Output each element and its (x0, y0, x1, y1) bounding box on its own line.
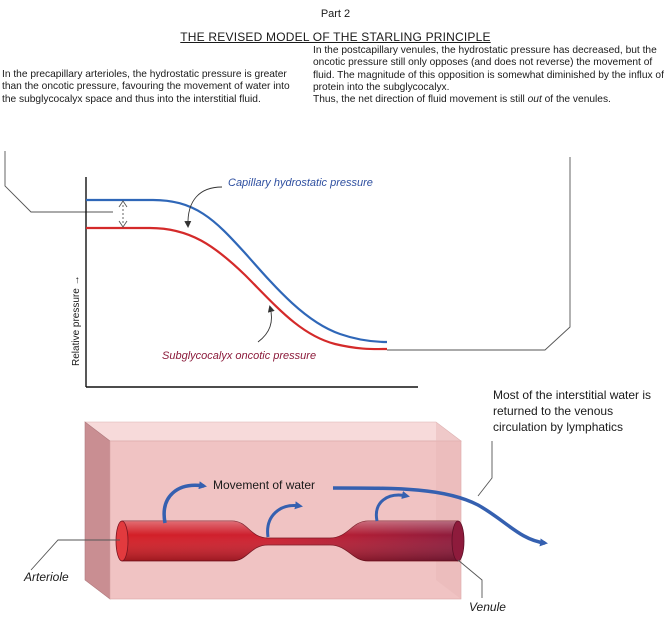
vessel-tube (115, 520, 465, 562)
water-arrow-arteriole (162, 481, 207, 524)
emphasis-out: out (527, 94, 542, 106)
arteriole-leader (30, 539, 120, 571)
venule-description-conclusion: Thus, the net direction of fluid movemen… (313, 94, 611, 106)
arteriole-opening (115, 520, 129, 562)
oncotic-pressure-label: Subglycocalyx oncotic pressure (162, 350, 317, 362)
venule-leader (457, 559, 483, 598)
pressure-difference-arrow (118, 200, 128, 228)
arteriole-label: Arteriole (24, 570, 69, 584)
lymphatics-leader (477, 441, 493, 497)
venule-description-main: In the postcapillary venules, the hydros… (313, 45, 664, 93)
hydrostatic-label-pointer (184, 186, 223, 228)
water-arrow-venule (374, 491, 410, 522)
oncotic-label-pointer (257, 305, 275, 343)
arteriole-description: In the precapillary arterioles, the hydr… (2, 69, 290, 105)
right-callout-line (387, 157, 571, 351)
venule-opening (451, 520, 465, 562)
hydrostatic-pressure-label: Capillary hydrostatic pressure (228, 177, 373, 189)
graph-axes (85, 177, 418, 388)
left-callout-line (4, 151, 113, 213)
page-title: THE REVISED MODEL OF THE STARLING PRINCI… (180, 30, 491, 44)
hydrostatic-pressure-curve (86, 198, 388, 344)
interstitial-box (84, 421, 462, 600)
water-arrow-capillary (266, 501, 303, 538)
venule-label: Venule (469, 600, 506, 614)
lymphatic-flow-arrow (332, 486, 548, 547)
movement-of-water-label: Movement of water (213, 478, 316, 492)
part-label: Part 2 (320, 8, 351, 20)
oncotic-pressure-curve (86, 226, 388, 351)
y-axis-label: Relative pressure → (71, 275, 82, 366)
venule-description: In the postcapillary venules, the hydros… (313, 45, 671, 106)
lymphatics-note: Most of the interstitial water is return… (493, 388, 652, 434)
